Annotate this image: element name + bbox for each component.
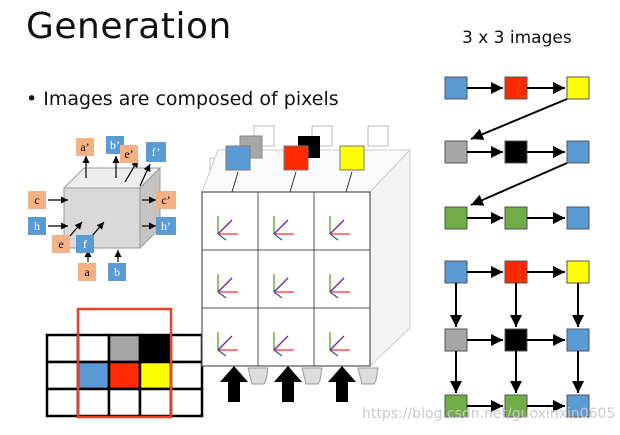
- pixel-cell: [138, 387, 173, 418]
- chain-node: [444, 140, 468, 164]
- input-arrow-shadow-2: [301, 367, 323, 385]
- axis-icon: [329, 332, 350, 357]
- flow-node: [566, 394, 590, 418]
- pixel-cell: [169, 333, 204, 364]
- label-box-h-prime: [156, 217, 176, 235]
- label-box-e-prime: [120, 145, 138, 163]
- axis-icon: [217, 332, 238, 357]
- label-b: b: [114, 265, 120, 279]
- watermark: https://blog.csdn.net/guoxinxin0605: [362, 406, 616, 422]
- back-output-square-3: [367, 125, 389, 147]
- pixel-cell: [45, 387, 80, 418]
- label-a-prime: a’: [80, 140, 89, 154]
- chain-node: [444, 76, 468, 100]
- chain-node: [566, 206, 590, 230]
- chain-node: [504, 206, 528, 230]
- axis-icon: [217, 274, 238, 299]
- flow-node: [566, 328, 590, 352]
- pixel-cell: [169, 360, 204, 391]
- pixel-cell: [138, 333, 173, 364]
- axis-icon: [217, 216, 238, 241]
- label-box-a-prime: [76, 138, 94, 156]
- pixel-cell: [45, 333, 80, 364]
- chain-order-diagram: [444, 76, 590, 230]
- label-h-prime: h’: [161, 219, 171, 233]
- label-box-b-prime: [106, 136, 124, 154]
- page-title: Generation: [26, 6, 232, 47]
- pixel-cell: [76, 360, 111, 391]
- label-box-c: [28, 191, 46, 209]
- axis-icon: [273, 274, 294, 299]
- flow-node: [504, 328, 528, 352]
- output-square-yellow: [339, 145, 365, 171]
- pixel-cell: [45, 360, 80, 391]
- label-h: h: [34, 219, 40, 233]
- pixel-grid: [45, 333, 204, 418]
- bullet-text: Images are composed of pixels: [43, 88, 339, 110]
- axis-icons: [217, 216, 350, 357]
- chain-node: [504, 140, 528, 164]
- label-c: c: [34, 193, 39, 207]
- bullet-point: • Images are composed of pixels: [26, 88, 339, 110]
- axis-icon: [329, 216, 350, 241]
- label-f: f: [83, 237, 87, 251]
- cube-label-boxes: a’ b’ e’ f’ c h c’ h’ e f a b: [28, 136, 176, 281]
- label-box-e: [52, 235, 70, 253]
- flow-node: [504, 260, 528, 284]
- input-arrow-shadow-1: [247, 367, 269, 385]
- label-a: a: [84, 265, 90, 279]
- output-square-blue: [225, 145, 251, 171]
- label-box-b: [108, 263, 126, 281]
- pixel-cell: [169, 387, 204, 418]
- pixel-cell: [76, 387, 111, 418]
- network-grid: [201, 125, 412, 368]
- neuron-cube: [48, 156, 162, 262]
- cube-front-face: [63, 187, 141, 249]
- axis-icon: [273, 332, 294, 357]
- chain-node: [566, 140, 590, 164]
- chain-node: [566, 76, 590, 100]
- input-arrow-2: [274, 366, 302, 402]
- pixel-cell: [76, 333, 111, 364]
- input-arrows: [220, 366, 379, 402]
- input-arrow-1: [220, 366, 248, 402]
- axis-icon: [273, 216, 294, 241]
- pixel-grid-red-frame: [76, 307, 173, 419]
- pixel-cell: [107, 333, 142, 364]
- pixel-cell: [138, 360, 173, 391]
- input-arrow-3: [328, 366, 356, 402]
- pixel-cell: [107, 387, 142, 418]
- flow-node: [566, 260, 590, 284]
- grid-flow-diagram: [444, 260, 590, 418]
- pixel-cell: [107, 360, 142, 391]
- axis-icon: [329, 274, 350, 299]
- label-f-prime: f’: [152, 145, 161, 159]
- chain-node: [444, 206, 468, 230]
- label-b-prime: b’: [110, 138, 120, 152]
- label-box-h: [28, 217, 46, 235]
- label-box-f-prime: [146, 142, 166, 162]
- label-box-f: [76, 235, 94, 253]
- label-e: e: [58, 237, 63, 251]
- label-c-prime: c’: [161, 193, 170, 207]
- chain-node: [504, 76, 528, 100]
- flow-node: [444, 260, 468, 284]
- label-e-prime: e’: [124, 147, 133, 161]
- label-box-c-prime: [156, 191, 176, 209]
- label-box-a: [78, 263, 96, 281]
- grid-caption: 3 x 3 images: [462, 28, 572, 48]
- output-square-red: [283, 145, 309, 171]
- input-arrow-shadow-3: [357, 367, 379, 385]
- flow-node: [444, 328, 468, 352]
